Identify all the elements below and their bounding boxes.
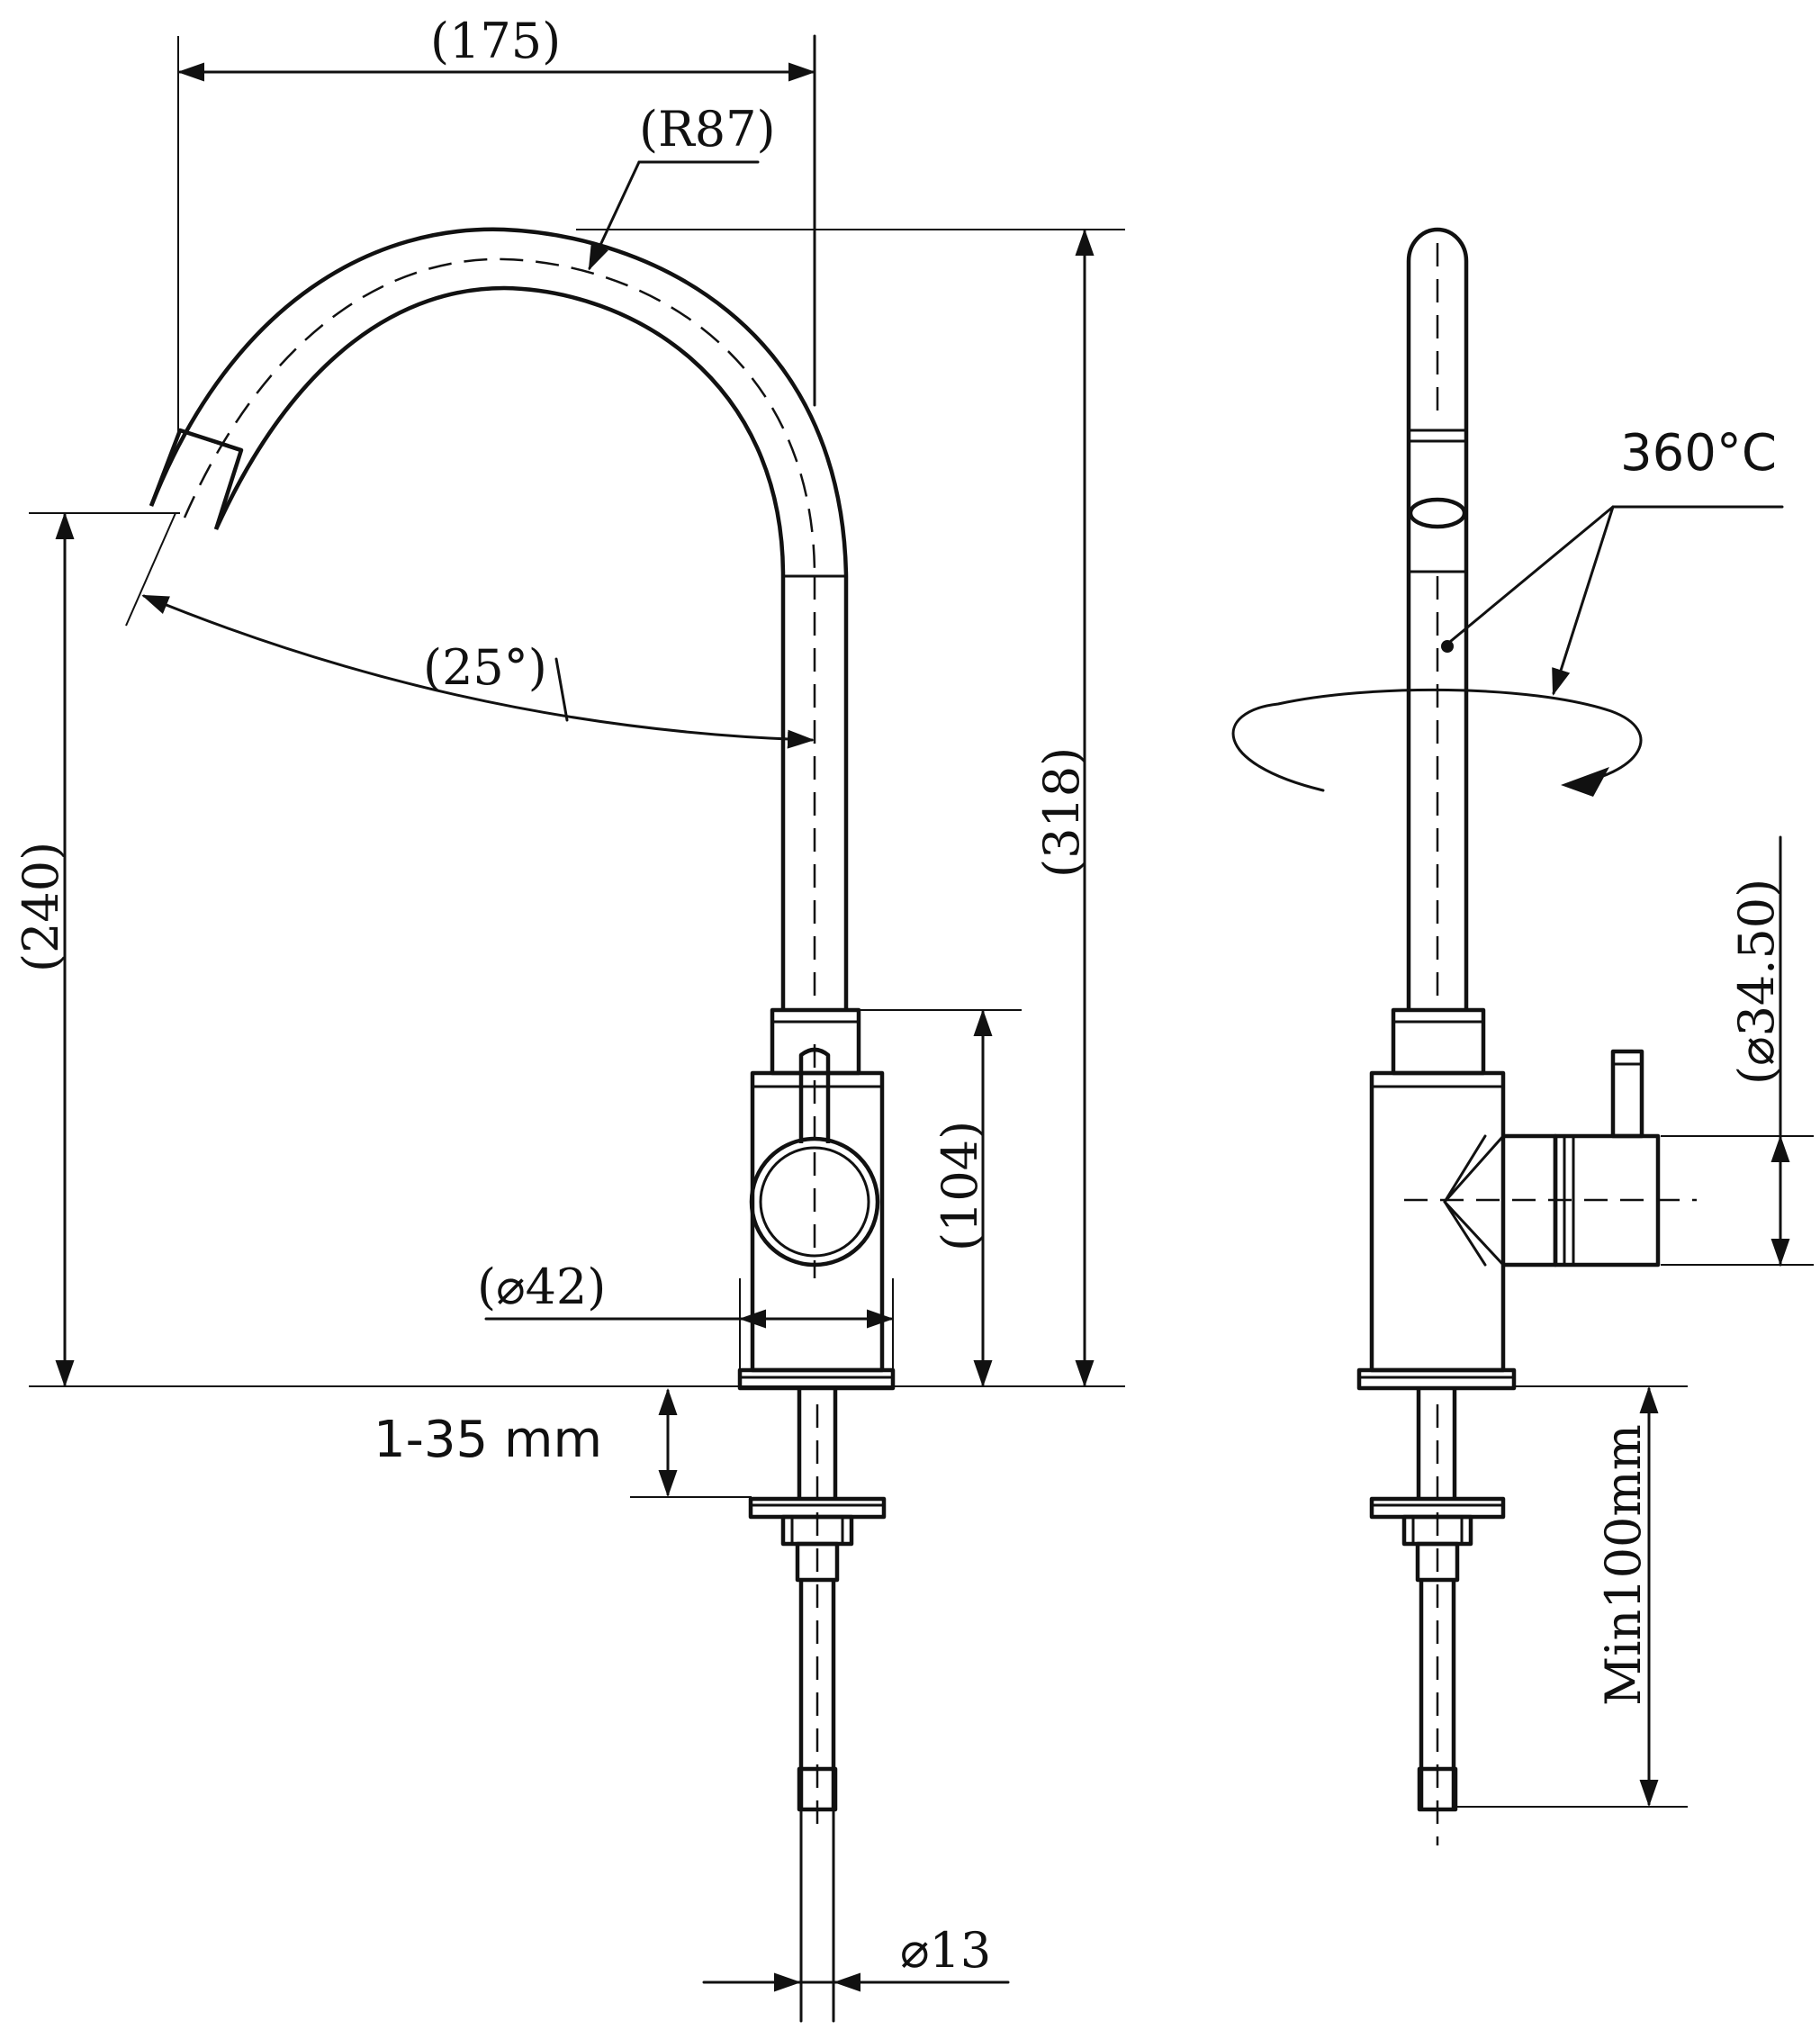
dim-r87: (R87) xyxy=(639,101,776,158)
side-collar xyxy=(1391,1007,1486,1076)
side-body xyxy=(1369,1070,1506,1373)
note-rotation: 360°C xyxy=(1620,424,1777,483)
note-deck-thickness: 1-35 mm xyxy=(374,1411,602,1469)
dim-min-100mm: Min100mm xyxy=(1595,1424,1652,1706)
side-base xyxy=(1356,1367,1517,1391)
side-dimensions: 360°C (⌀34.50) Min100mm xyxy=(1231,424,1814,1808)
dim-diameter-13: ⌀13 xyxy=(900,1922,991,1979)
front-base xyxy=(737,1367,896,1391)
rotation-arc xyxy=(1231,688,1643,792)
dim-diameter-34-50: (⌀34.50) xyxy=(1728,879,1785,1085)
spout-outer-arc xyxy=(149,227,849,577)
side-spout xyxy=(1406,227,1469,1010)
dim-318: (318) xyxy=(1033,747,1090,878)
spout-center-arc xyxy=(183,257,816,577)
dim-104: (104) xyxy=(932,1121,988,1251)
dim-25-degrees: (25°) xyxy=(423,639,547,696)
side-aerator xyxy=(1408,497,1467,529)
spout-inner-arc xyxy=(213,285,786,577)
front-body xyxy=(750,1070,885,1373)
side-lever xyxy=(1610,1049,1644,1139)
front-dimensions: (175) (R87) (318) (240) (25°) (104) (⌀42… xyxy=(13,13,1125,1992)
dim-diameter-42: (⌀42) xyxy=(477,1259,606,1315)
dim-240: (240) xyxy=(13,842,69,972)
side-view xyxy=(1356,227,1697,1845)
dim-175: (175) xyxy=(430,13,561,69)
front-view xyxy=(149,34,896,2023)
